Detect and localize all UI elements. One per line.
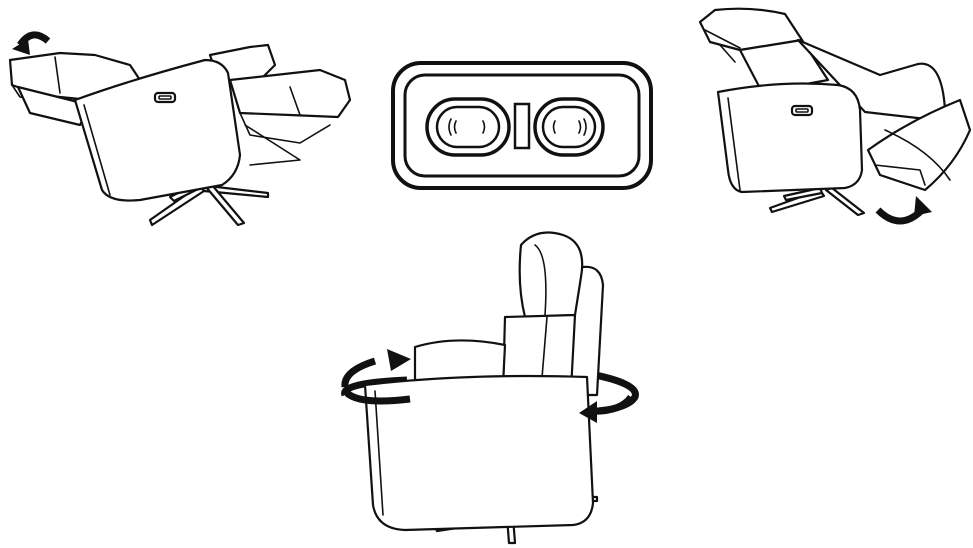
swivel-chair-icon (335, 225, 645, 548)
two-button-control-panel-icon (385, 55, 660, 195)
arm-button-icon (155, 93, 175, 102)
recliner-chair-reclined-icon (0, 25, 360, 235)
control-panel-figure (385, 55, 660, 195)
footrest-figure (680, 0, 973, 235)
recline-figure (0, 25, 360, 235)
return-button[interactable] (535, 99, 603, 155)
recliner-chair-footrest-icon (680, 0, 973, 235)
curved-arrow-icon (878, 196, 932, 221)
curved-arrow-icon (12, 35, 48, 55)
recline-button[interactable] (427, 99, 509, 155)
separator-bar (515, 104, 529, 148)
swivel-figure (335, 225, 645, 548)
arm-button-icon (792, 106, 812, 115)
